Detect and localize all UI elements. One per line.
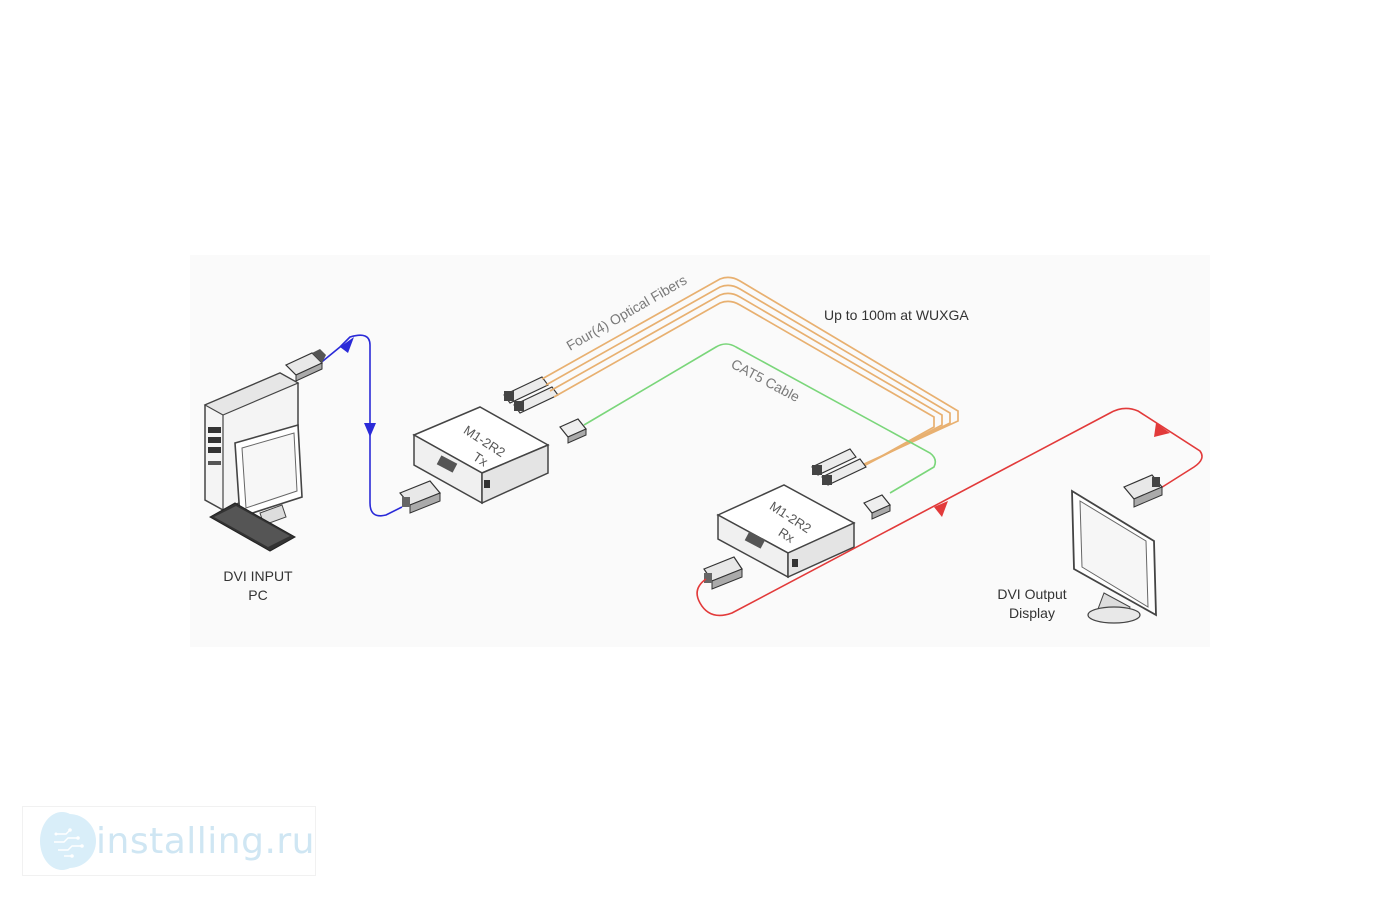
rj45-connector-rx <box>863 494 891 520</box>
fibers-label: Four(4) Optical Fibers <box>564 272 690 354</box>
distance-label: Up to 100m at WUXGA <box>824 307 969 323</box>
output-label-line1: DVI Output <box>997 586 1066 602</box>
dvi-connector-display <box>1123 474 1163 508</box>
output-arrow-up <box>934 501 948 517</box>
diagram-panel: DVI INPUT PC M1-2R2 Tx <box>190 255 1210 647</box>
tx-unit <box>412 406 550 505</box>
optical-fibers <box>541 276 959 478</box>
cat5-cable <box>583 343 937 494</box>
input-dvi-cable <box>317 334 403 517</box>
dvi-connector-tx <box>399 480 441 514</box>
display-monitor <box>1071 489 1157 624</box>
dvi-connector-rx <box>703 556 743 590</box>
input-arrow-up <box>340 337 354 353</box>
input-arrow-down <box>364 423 376 437</box>
output-arrow-right <box>1154 423 1170 437</box>
watermark: installing.ru <box>22 806 316 876</box>
pc-computer <box>203 372 303 552</box>
rx-unit <box>716 484 856 579</box>
input-label-line2: PC <box>248 587 267 603</box>
output-label-line2: Display <box>1009 605 1055 621</box>
fiber-connectors-tx <box>503 376 559 414</box>
rj45-connector-tx <box>559 418 587 444</box>
dvi-connector-pc <box>284 349 326 382</box>
rx-role-label: Rx <box>776 525 798 547</box>
input-label-line1: DVI INPUT <box>223 568 293 584</box>
circuit-globe-icon <box>40 812 96 870</box>
watermark-text: installing.ru <box>96 820 315 862</box>
fiber-connectors-rx <box>811 448 867 486</box>
output-dvi-cable <box>696 407 1203 617</box>
